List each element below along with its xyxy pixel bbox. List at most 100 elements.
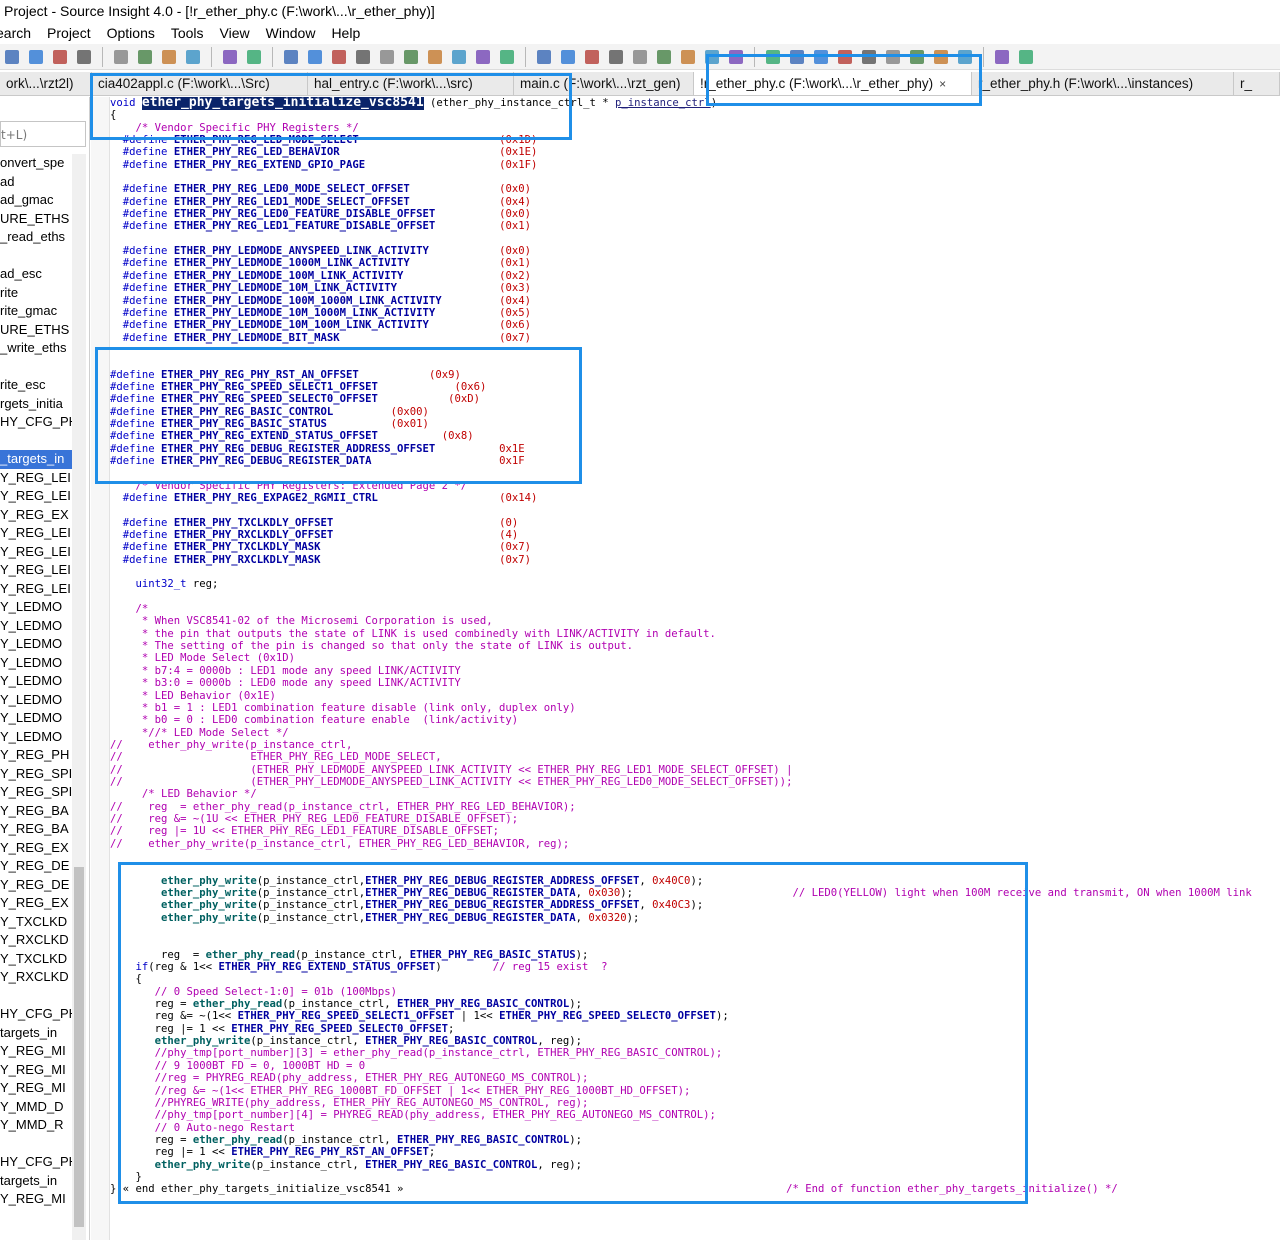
code-line[interactable]: #define ETHER_PHY_RXCLKDLY_OFFSET (4) xyxy=(122,529,519,542)
symbol-list-item[interactable]: _write_eths xyxy=(0,340,67,355)
menu-options[interactable]: Options xyxy=(106,25,155,41)
redo-icon[interactable] xyxy=(243,46,265,68)
file-open-icon[interactable] xyxy=(1,46,23,68)
symbol-list-item[interactable]: Y_REG_BA xyxy=(0,821,69,836)
symbol-list-item[interactable]: rgets_initia xyxy=(0,395,63,411)
symbol-list-item[interactable]: Y_REG_DE xyxy=(0,876,70,892)
code-line[interactable]: #define ETHER_PHY_REG_LED0_MODE_SELECT_O… xyxy=(122,183,531,196)
symbol-list-item[interactable]: Y_RXCLKD xyxy=(0,969,69,984)
symbol-list-item[interactable]: ad_esc xyxy=(0,266,42,281)
symbol-list-item[interactable]: Y_REG_MI xyxy=(0,1080,66,1095)
symbol-list-item[interactable]: Y_LEDMO xyxy=(0,710,63,725)
symbol-list-item[interactable]: Y_LEDMO xyxy=(0,636,63,651)
symbol-list-item[interactable]: Y_TXCLKD xyxy=(0,913,68,929)
sync-icon[interactable] xyxy=(762,46,784,68)
symbol-list-item[interactable]: Y_REG_MI xyxy=(0,1061,66,1077)
code-line[interactable]: #define ETHER_PHY_REG_LED_BEHAVIOR (0x1E… xyxy=(122,146,538,159)
code-line[interactable]: #define ETHER_PHY_LEDMODE_10M_1000M_LINK… xyxy=(122,306,531,319)
code-line[interactable]: // (ETHER_PHY_LEDMODE_ANYSPEED_LINK_ACTI… xyxy=(110,763,793,776)
close-icon[interactable]: × xyxy=(939,77,947,91)
symbol-list-item[interactable]: Y_REG_LEI xyxy=(0,525,71,540)
code-line[interactable]: // 0 Speed Select-1:0] = 01b (100Mbps) xyxy=(110,985,398,998)
code-line[interactable]: * b7:4 = 0000b : LED1 mode any speed LIN… xyxy=(110,664,461,677)
find-prev-icon[interactable] xyxy=(424,46,446,68)
select-icon[interactable] xyxy=(280,46,302,68)
keys-icon[interactable] xyxy=(882,46,904,68)
save-icon[interactable] xyxy=(25,46,47,68)
lookup-icon[interactable] xyxy=(629,46,651,68)
code-line[interactable] xyxy=(110,591,1252,603)
symbol-list-item[interactable]: Y_LEDMO xyxy=(0,617,63,633)
undo-icon[interactable] xyxy=(219,46,241,68)
code-line[interactable]: reg |= 1 << ETHER_PHY_REG_PHY_RST_AN_OFF… xyxy=(110,1146,436,1159)
code-line[interactable]: #define ETHER_PHY_LEDMODE_1000M_LINK_ACT… xyxy=(122,257,531,270)
code-line[interactable]: #define ETHER_PHY_LEDMODE_BIT_MASK (0x7) xyxy=(122,331,531,344)
code-line[interactable]: #define ETHER_PHY_RXCLKDLY_MASK (0x7) xyxy=(122,553,531,566)
report-icon[interactable] xyxy=(834,46,856,68)
split-icon[interactable] xyxy=(677,46,699,68)
tree-icon[interactable] xyxy=(906,46,928,68)
code-line[interactable]: #define ETHER_PHY_LEDMODE_10M_100M_LINK_… xyxy=(122,319,531,332)
code-line[interactable]: // (ETHER_PHY_LEDMODE_ANYSPEED_LINK_ACTI… xyxy=(110,775,793,788)
context-icon[interactable] xyxy=(605,46,627,68)
code-line[interactable]: #define ETHER_PHY_REG_SPEED_SELECT0_OFFS… xyxy=(110,393,480,406)
symbol-list-item[interactable]: onvert_spe xyxy=(0,155,65,170)
compare-icon[interactable] xyxy=(954,46,976,68)
code-line[interactable]: } « end ether_phy_targets_initialize_vsc… xyxy=(110,1183,1118,1196)
jump-up-icon[interactable] xyxy=(304,46,326,68)
code-line[interactable]: #define ETHER_PHY_REG_BASIC_CONTROL (0x0… xyxy=(110,405,429,418)
save-all-icon[interactable] xyxy=(49,46,71,68)
code-line[interactable]: //PHYREG_WRITE(phy_address, ETHER_PHY_RE… xyxy=(110,1096,589,1109)
symbol-list-item[interactable]: Y_LEDMO xyxy=(0,654,63,670)
code-line[interactable]: ether_phy_write(p_instance_ctrl,ETHER_PH… xyxy=(161,899,704,912)
cascade-icon[interactable] xyxy=(725,46,747,68)
find-next-icon[interactable] xyxy=(448,46,470,68)
code-line[interactable]: { xyxy=(110,109,117,122)
paste-icon[interactable] xyxy=(182,46,204,68)
code-line[interactable]: //phy_tmp[port_number][3] = ether_phy_re… xyxy=(110,1047,723,1060)
code-line[interactable]: // reg &= ~(1U << ETHER_PHY_REG_LED0_FEA… xyxy=(110,812,519,825)
symbol-list-item[interactable]: Y_REG_SPI xyxy=(0,765,73,781)
symbol-list-item[interactable]: ad xyxy=(0,173,15,189)
code-line[interactable]: /* Vendor Specific PHY Registers */ xyxy=(110,121,359,134)
code-line[interactable]: reg &= ~(1<< ETHER_PHY_REG_SPEED_SELECT1… xyxy=(110,1010,729,1023)
code-line[interactable]: #define ETHER_PHY_REG_SPEED_SELECT1_OFFS… xyxy=(110,380,487,393)
symbol-list-item[interactable]: Y_LEDMO xyxy=(0,673,63,688)
code-line[interactable]: #define ETHER_PHY_REG_EXPAGE2_RGMII_CTRL… xyxy=(122,492,538,504)
symbol-list-item[interactable]: Y_LEDMO xyxy=(0,691,63,707)
code-line[interactable] xyxy=(110,171,1252,183)
symbol-list-item[interactable]: HY_CFG_PH xyxy=(0,1006,79,1021)
code-line[interactable]: #define ETHER_PHY_LEDMODE_ANYSPEED_LINK_… xyxy=(122,245,531,258)
refresh-icon[interactable] xyxy=(786,46,808,68)
code-line[interactable] xyxy=(110,467,1252,479)
symbol-list-item[interactable]: Y_REG_PH xyxy=(0,747,70,762)
symbol-list-item[interactable]: Y_RXCLKD xyxy=(0,932,69,947)
symbol-list-item[interactable]: HY_CFG_PH xyxy=(0,414,79,429)
code-line[interactable] xyxy=(110,504,1252,516)
code-editor[interactable]: void ether_phy_targets_initialize_vsc854… xyxy=(110,97,1280,1240)
code-line[interactable]: * LED Mode Select (0x1D) xyxy=(110,652,295,665)
code-line[interactable]: } xyxy=(110,1170,142,1183)
symbol-list-scroll-thumb[interactable] xyxy=(74,867,84,1227)
code-line[interactable]: //reg &= ~(1<< ETHER_PHY_REG_1000BT_FD_O… xyxy=(110,1084,691,1097)
code-line[interactable]: ether_phy_write(p_instance_ctrl, ETHER_P… xyxy=(154,1035,583,1048)
symbol-list-item[interactable]: Y_REG_DE xyxy=(0,858,70,873)
code-line[interactable] xyxy=(110,936,1252,948)
print-icon[interactable] xyxy=(110,46,132,68)
code-line[interactable]: #define ETHER_PHY_REG_LED_MODE_SELECT (0… xyxy=(122,134,538,147)
options-icon[interactable] xyxy=(858,46,880,68)
code-line[interactable]: #define ETHER_PHY_TXCLKDLY_MASK (0x7) xyxy=(122,541,531,554)
symbol-list-item[interactable]: Y_REG_EX xyxy=(0,895,69,910)
code-line[interactable] xyxy=(110,924,1252,936)
code-line[interactable]: #define ETHER_PHY_REG_PHY_RST_AN_OFFSET … xyxy=(110,368,461,381)
menu-window[interactable]: Window xyxy=(265,25,316,41)
code-line[interactable]: * b0 = 0 : LED0 combination feature enab… xyxy=(110,714,519,727)
code-line[interactable]: // 0 Auto-nego Restart xyxy=(110,1121,295,1134)
code-line[interactable]: * b1 = 1 : LED1 combination feature disa… xyxy=(110,701,576,714)
editor-tab[interactable]: ork\...\rzt2l) xyxy=(0,72,92,95)
symbol-list-item[interactable]: Y_LEDMO xyxy=(0,728,63,744)
code-line[interactable]: #define ETHER_PHY_REG_LED1_FEATURE_DISAB… xyxy=(122,220,531,233)
code-line[interactable]: ether_phy_write(p_instance_ctrl,ETHER_PH… xyxy=(161,874,704,887)
symbol-list-item[interactable]: Y_REG_EX xyxy=(0,506,69,522)
symbol-list-item[interactable]: URE_ETHS xyxy=(0,210,70,226)
